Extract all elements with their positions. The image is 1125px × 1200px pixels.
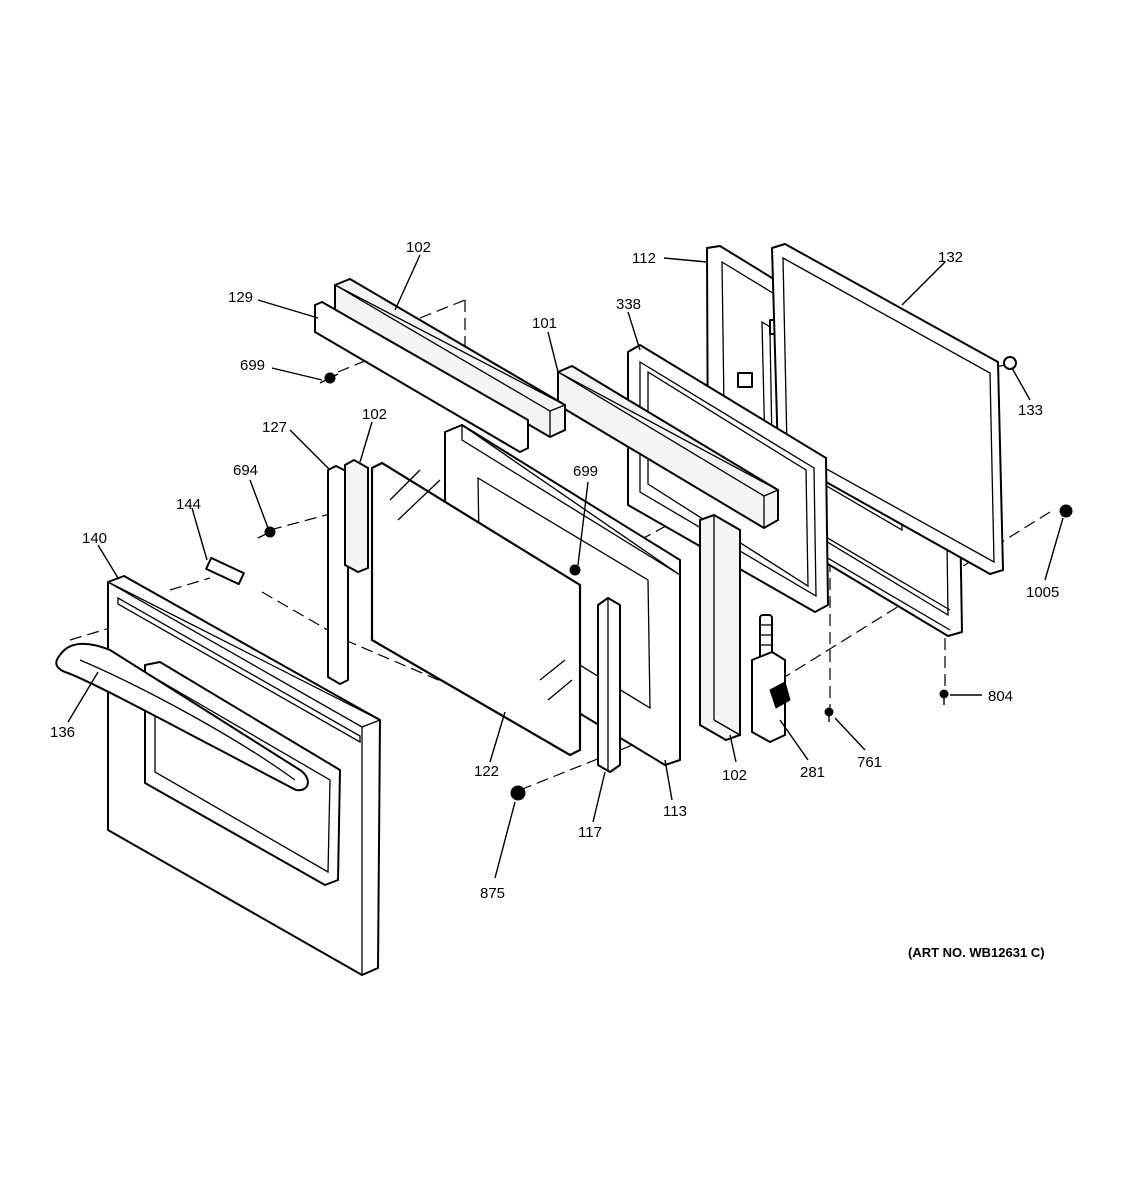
door-handle-136 — [55, 642, 309, 792]
callout-132: 132 — [938, 249, 963, 266]
screw-761 — [824, 707, 834, 722]
screw-699-mid — [569, 564, 581, 576]
screw-1005 — [1059, 504, 1073, 518]
screw-133 — [1003, 356, 1017, 370]
callout-144: 144 — [176, 496, 201, 513]
callout-1005: 1005 — [1026, 584, 1059, 601]
callout-113: 113 — [663, 803, 687, 820]
callout-102-small: 102 — [362, 406, 387, 423]
callout-699-mid: 699 — [573, 463, 598, 480]
callout-338: 338 — [616, 296, 641, 313]
callout-102-top: 102 — [406, 239, 431, 256]
callout-761: 761 — [857, 754, 882, 771]
callout-140: 140 — [82, 530, 107, 547]
callout-labels: 102 129 699 101 338 112 132 133 127 102 … — [50, 239, 1059, 960]
callout-875: 875 — [480, 885, 505, 902]
leader-lines — [67, 254, 1064, 879]
screw-699-top — [319, 372, 339, 384]
callout-694: 694 — [233, 462, 258, 479]
screw-875 — [510, 785, 526, 801]
callout-101: 101 — [532, 315, 557, 332]
callout-136: 136 — [50, 724, 75, 741]
insulation-102-small — [344, 458, 369, 574]
callout-122: 122 — [474, 763, 499, 780]
fasteners — [205, 356, 1073, 801]
hinge-281 — [751, 614, 791, 743]
callout-112: 112 — [632, 250, 656, 267]
callout-127: 127 — [262, 419, 287, 436]
art-number: (ART NO. WB12631 C) — [908, 945, 1045, 960]
insulation-102-right — [699, 513, 741, 742]
side-trim-127 — [327, 465, 349, 685]
outer-glass-122 — [370, 461, 582, 757]
callout-699-top: 699 — [240, 357, 265, 374]
callout-117: 117 — [578, 824, 602, 841]
screw-694 — [257, 526, 276, 539]
callout-804: 804 — [988, 688, 1013, 705]
insulation-101 — [557, 364, 780, 530]
screw-804 — [939, 689, 949, 705]
callout-133: 133 — [1018, 402, 1043, 419]
hinge-bracket-117 — [597, 597, 621, 773]
callout-129: 129 — [228, 289, 253, 306]
vent-trim-129 — [314, 301, 529, 453]
callout-102-right: 102 — [722, 767, 747, 784]
callout-281: 281 — [800, 764, 825, 781]
